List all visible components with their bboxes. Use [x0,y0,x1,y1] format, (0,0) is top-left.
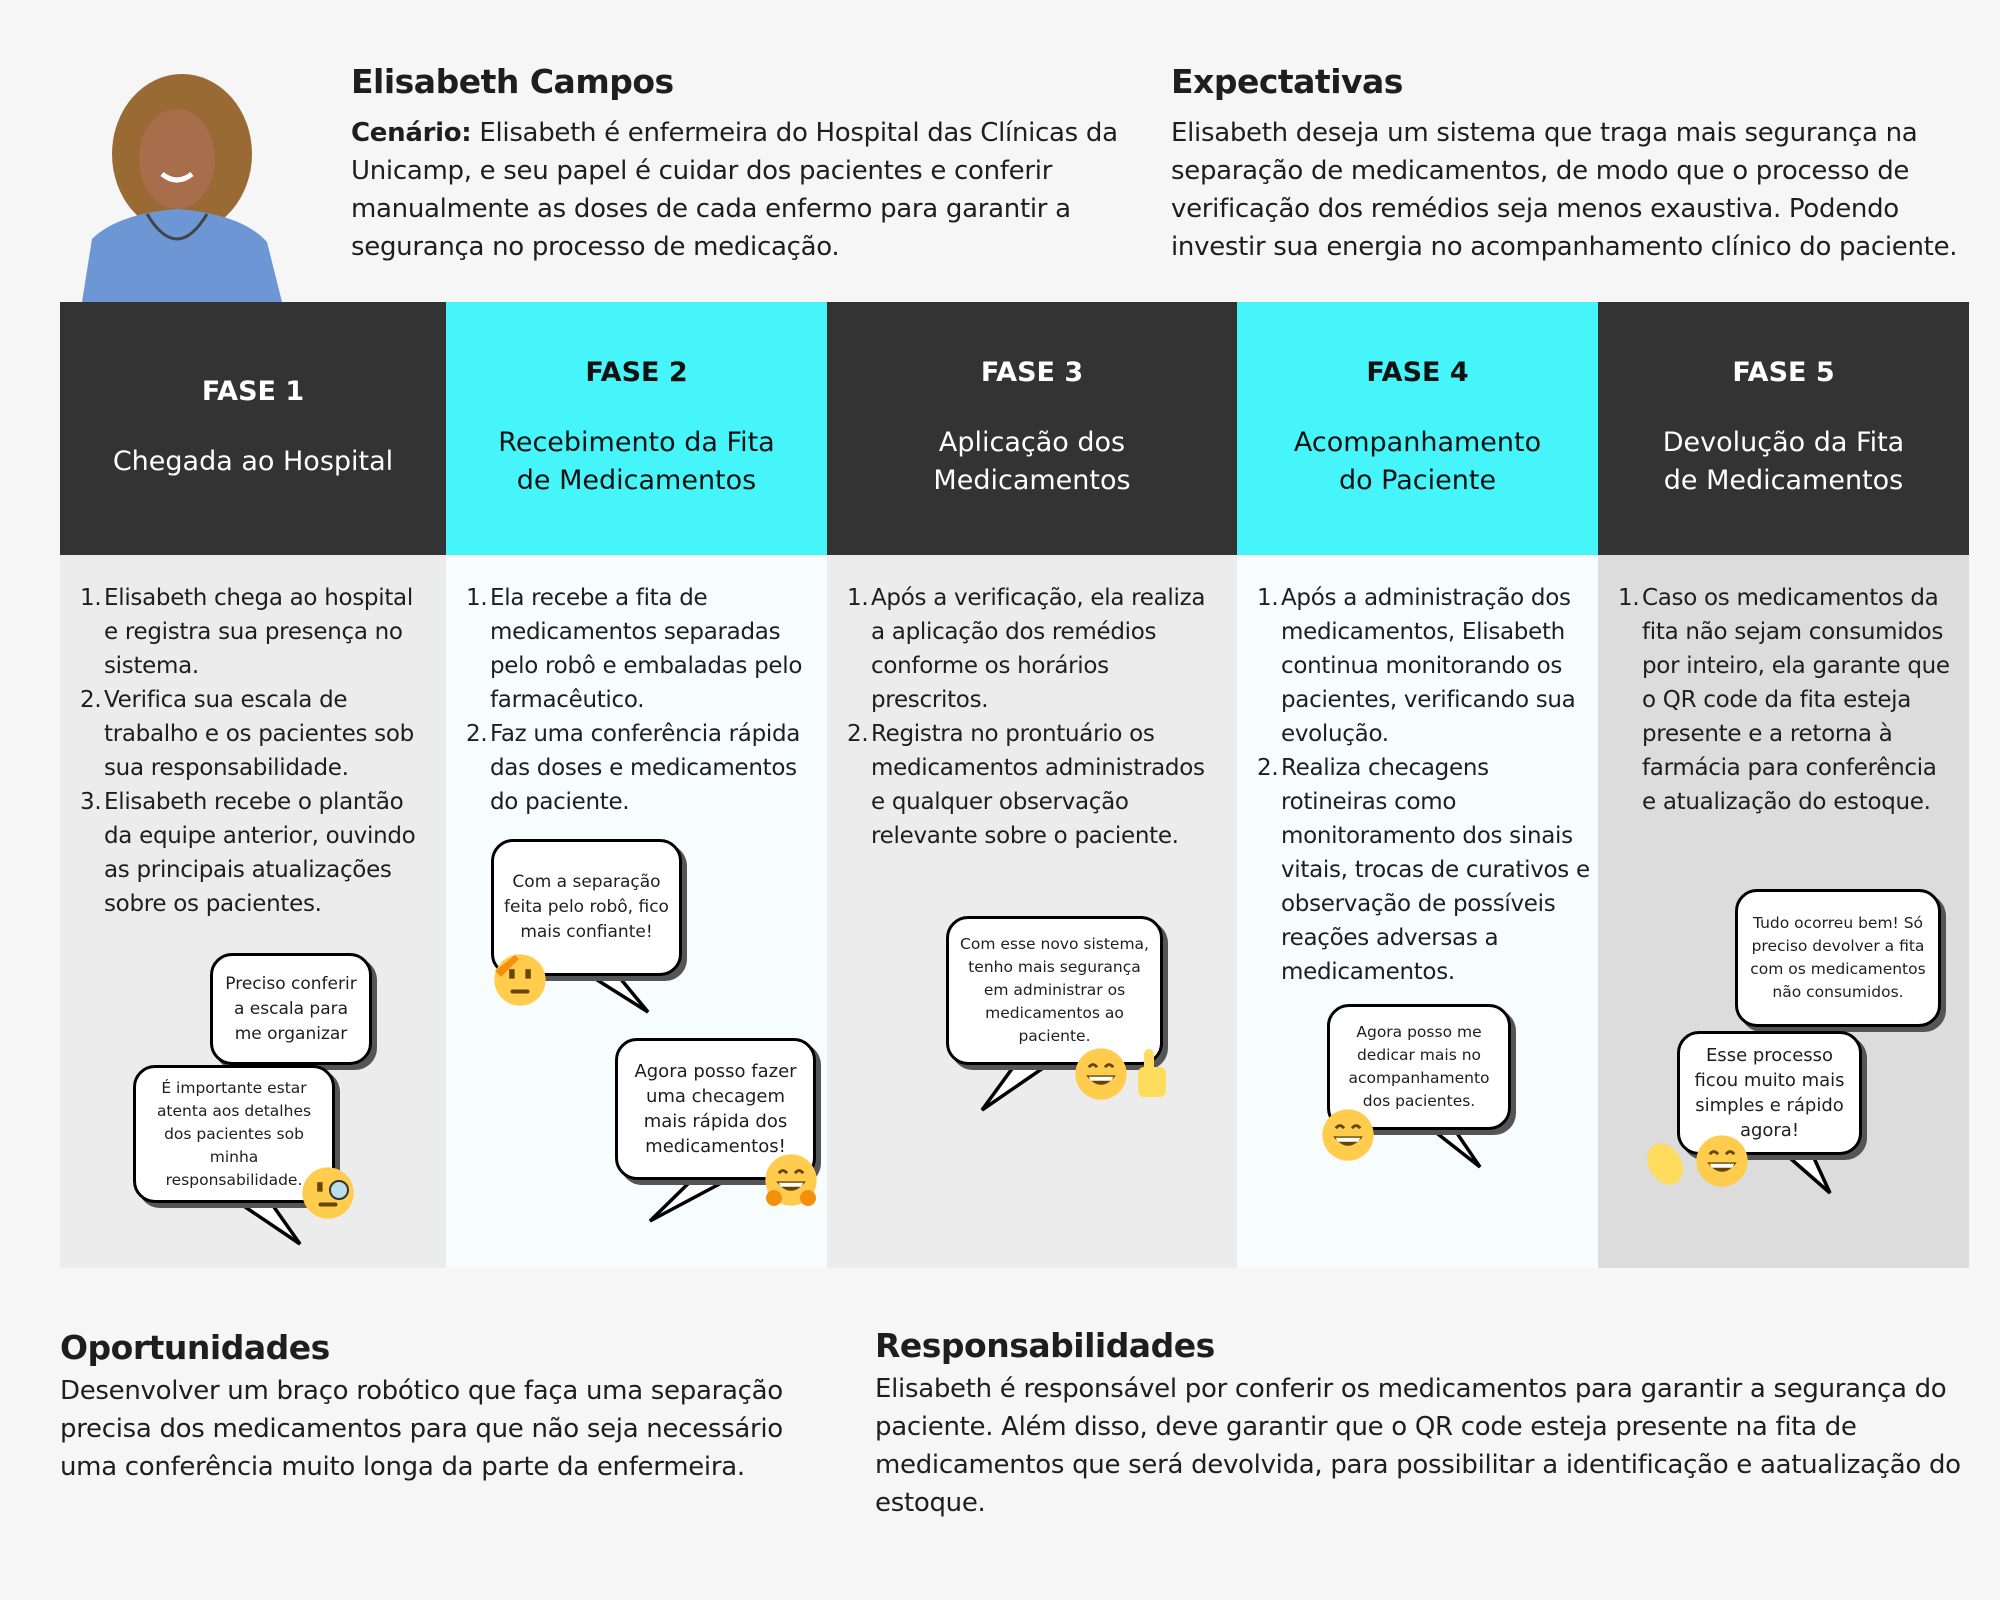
speech-bubble: Agora posso me dedicar mais no acompanha… [1327,1004,1511,1130]
list-number: 2. [466,721,488,747]
list-item: 2.Faz uma conferência rápida das doses e… [466,717,813,819]
list-item: 2.Realiza checagens rotineiras como moni… [1257,751,1590,989]
list-number: 1. [80,585,102,611]
list-item-text: Ela recebe a fita de medicamentos separa… [490,585,803,713]
phase-label: FASE 2 [585,357,688,388]
list-item: 1.Após a verificação, ela realiza a apli… [847,581,1217,717]
list-item: 2.Registra no prontuário os medicamentos… [847,717,1217,853]
scenario-label: Cenário: [351,118,472,148]
list-number: 2. [80,687,102,713]
phase-title: Chegada ao Hospital [112,446,394,477]
phase-title: Aplicação dos Medicamentos [933,427,1131,496]
list-number: 1. [1618,585,1640,611]
grinning-face-icon [1695,1134,1749,1188]
list-item: 1.Elisabeth chega ao hospital e registra… [80,581,432,683]
phase-title: Acompanhamento do Paciente [1293,427,1542,496]
phase-label: FASE 1 [201,376,305,407]
list-number: 2. [847,721,869,747]
grinning-face-icon [1321,1108,1375,1162]
monocle-face-icon [301,1166,355,1220]
responsibilities-title: Responsabilidades [875,1326,1215,1365]
list-item-text: Após a verificação, ela realiza a aplica… [871,585,1206,713]
speech-bubble: É importante estar atenta aos detalhes d… [133,1065,335,1203]
opportunities-text: Desenvolver um braço robótico que faça u… [60,1376,783,1482]
phase-1-header: FASE 1 Chegada ao Hospital [60,302,446,555]
phase-label: FASE 5 [1732,357,1835,388]
speech-bubble: Preciso conferir a escala para me organi… [210,953,372,1065]
list-number: 2. [1257,755,1279,781]
speech-bubble: Tudo ocorreu bem! Só preciso devolver a … [1735,889,1941,1027]
phase-4-body: 1.Após a administração dos medicamentos,… [1237,555,1598,1268]
responsibilities-text: Elisabeth é responsável por conferir os … [875,1374,1961,1518]
list-item: 2.Verifica sua escala de trabalho e os p… [80,683,432,785]
phase-title: Devolução da Fita de Medicamentos [1662,427,1905,496]
list-item-text: Realiza checagens rotineiras como monito… [1281,755,1590,985]
phase-label: FASE 3 [980,357,1084,388]
list-number: 1. [466,585,488,611]
list-item-text: Registra no prontuário os medicamentos a… [871,721,1205,849]
phase-title: Recebimento da Fita de Medicamentos [498,427,775,496]
list-item: 1.Caso os medicamentos da fita não sejam… [1618,581,1955,819]
expectations-text: Elisabeth deseja um sistema que traga ma… [1171,118,1958,262]
phase-5-header: FASE 5 Devolução da Fita de Medicamentos [1598,302,1969,555]
list-item-text: Verifica sua escala de trabalho e os pac… [104,687,414,781]
hugging-face-icon [764,1153,818,1207]
speech-bubble: Com esse novo sistema, tenho mais segura… [946,916,1163,1065]
phase-3-body: 1.Após a verificação, ela realiza a apli… [827,555,1237,1268]
grinning-face-icon [1074,1047,1128,1101]
list-item-text: Elisabeth chega ao hospital e registra s… [104,585,413,679]
expectations-title: Expectativas [1171,62,1403,101]
saluting-face-icon [493,953,547,1007]
phase-2-header: FASE 2 Recebimento da Fita de Medicamento… [446,302,827,555]
persona-name: Elisabeth Campos [351,62,674,101]
phase-4-header: FASE 4 Acompanhamento do Paciente [1237,302,1598,555]
thumbs-up-icon [1138,1049,1166,1097]
list-item-text: Faz uma conferência rápida das doses e m… [490,721,801,815]
list-item-text: Caso os medicamentos da fita não sejam c… [1642,585,1950,815]
list-number: 1. [1257,585,1279,611]
list-number: 3. [80,789,102,815]
scenario-text: Elisabeth é enfermeira do Hospital das C… [351,118,1118,262]
phase-3-header: FASE 3 Aplicação dos Medicamentos [827,302,1237,555]
speech-bubble: Esse processo ficou muito mais simples e… [1677,1031,1862,1155]
list-number: 1. [847,585,869,611]
phase-label: FASE 4 [1366,357,1469,388]
list-item: 3.Elisabeth recebe o plantão da equipe a… [80,785,432,921]
persona-photo [77,64,291,302]
list-item: 1.Ela recebe a fita de medicamentos sepa… [466,581,813,717]
nurse-portrait-icon [82,74,282,302]
clapping-hands-icon [1647,1143,1683,1185]
speech-bubble: Agora posso fazer uma checagem mais rápi… [615,1038,816,1180]
opportunities-title: Oportunidades [60,1328,330,1367]
list-item: 1.Após a administração dos medicamentos,… [1257,581,1590,751]
speech-bubble: Com a separação feita pelo robô, fico ma… [491,839,682,976]
persona-scenario: Cenário: Elisabeth é enfermeira do Hospi… [351,114,1121,266]
list-item-text: Após a administração dos medicamentos, E… [1281,585,1576,747]
list-item-text: Elisabeth recebe o plantão da equipe ant… [104,789,416,917]
